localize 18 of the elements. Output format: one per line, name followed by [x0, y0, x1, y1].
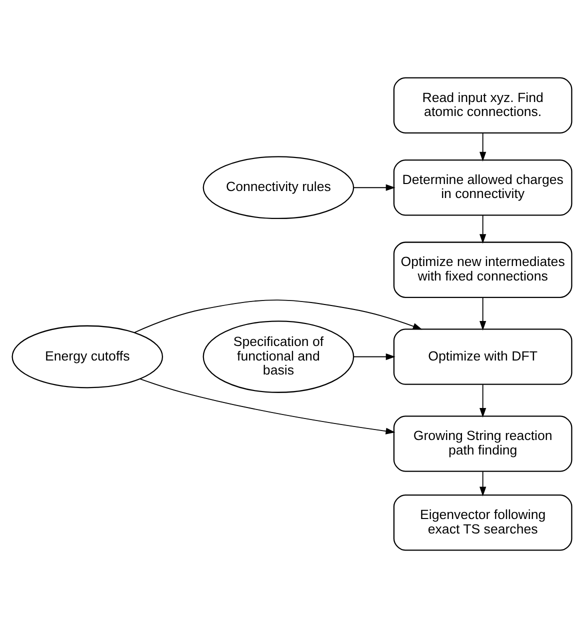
node-box: Optimize new intermediates with fixed connections [393, 241, 572, 298]
node-ellipse: Specification of functional and basis [202, 320, 354, 392]
arrow [353, 184, 396, 190]
node-ellipse: Connectivity rules [202, 156, 354, 219]
arrow [353, 352, 396, 360]
arrow [480, 470, 486, 496]
node-box: Growing String reaction path finding [393, 415, 572, 472]
arrow [480, 132, 486, 161]
node-ellipse: Energy cutoffs [12, 324, 164, 388]
arrow [140, 378, 396, 434]
node-box: Eigenvector following exact TS searches [393, 494, 572, 550]
arrow [480, 214, 486, 244]
arrow [480, 296, 486, 330]
arrow [480, 384, 486, 417]
node-box: Determine allowed charges in connectivity [393, 158, 572, 216]
node-box: Optimize with DFT [393, 328, 572, 384]
node-box: Read input xyz. Find atomic connections. [393, 76, 572, 133]
arrow [134, 299, 422, 333]
